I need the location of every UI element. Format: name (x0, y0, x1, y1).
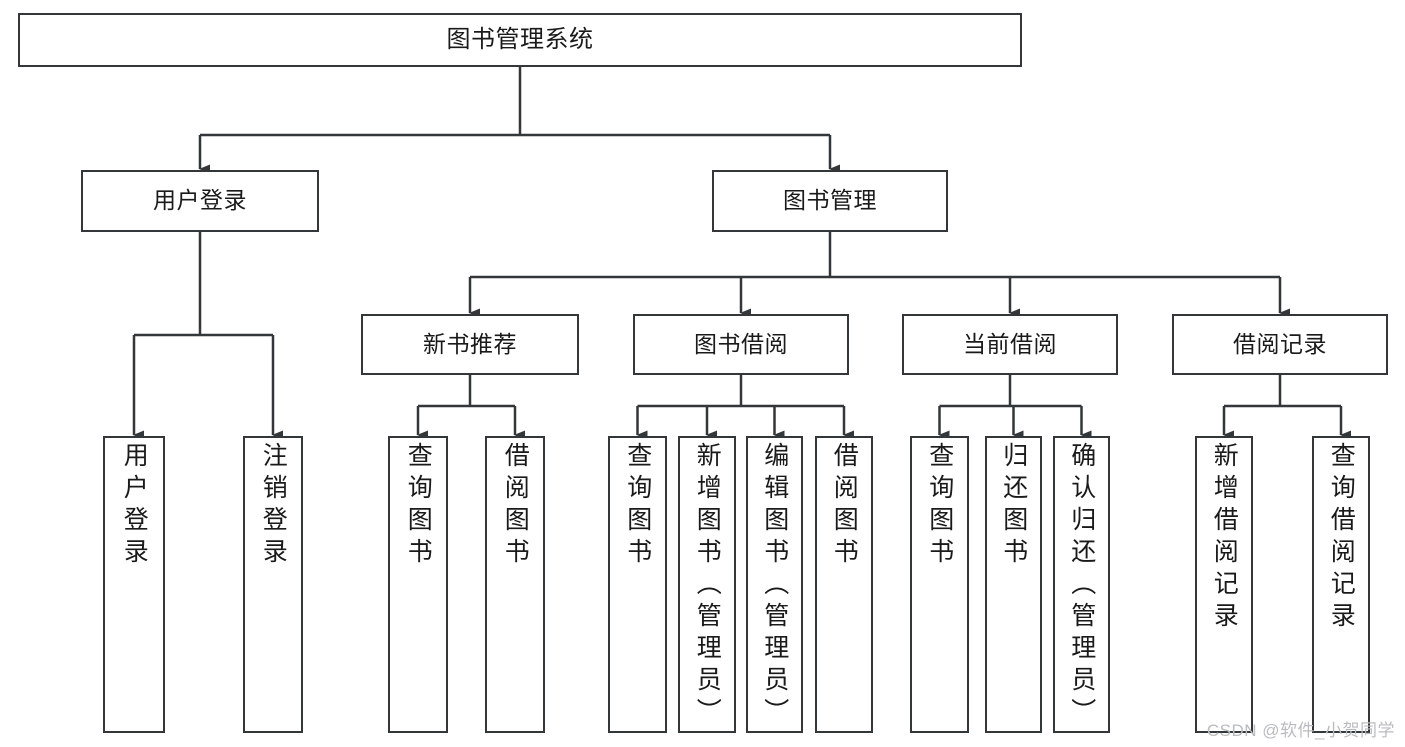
node-leaf-bo-query[interactable]: 查询图书 (608, 436, 667, 733)
node-label: 确认归还（管理员） (1067, 442, 1096, 730)
node-label: 图书借阅 (694, 330, 788, 357)
node-label: 借阅图书 (501, 442, 530, 570)
node-leaf-bo-borrow[interactable]: 借阅图书 (815, 436, 873, 733)
node-leaf-bo-add[interactable]: 新增图书（管理员） (678, 436, 736, 733)
node-label: 查询借阅记录 (1327, 442, 1356, 634)
watermark-text: CSDN @软件_小贺同学 (1206, 721, 1395, 740)
node-newbook[interactable]: 新书推荐 (361, 314, 579, 375)
node-label: 查询图书 (623, 442, 652, 570)
node-leaf-re-query[interactable]: 查询借阅记录 (1312, 436, 1370, 733)
node-label: 图书管理 (783, 187, 877, 214)
node-leaf-cu-query[interactable]: 查询图书 (910, 436, 969, 733)
node-label: 新增图书（管理员） (693, 442, 722, 730)
node-borrow[interactable]: 图书借阅 (633, 314, 849, 375)
node-current[interactable]: 当前借阅 (902, 314, 1118, 375)
node-label: 当前借阅 (963, 330, 1057, 357)
node-label: 归还图书 (999, 442, 1028, 570)
node-leaf-cu-confirm[interactable]: 确认归还（管理员） (1053, 436, 1110, 733)
node-records[interactable]: 借阅记录 (1172, 314, 1388, 375)
node-label: 借阅图书 (830, 442, 859, 570)
node-leaf-nb-query[interactable]: 查询图书 (388, 436, 448, 733)
node-leaf-bo-edit[interactable]: 编辑图书（管理员） (746, 436, 803, 733)
node-label: 新书推荐 (423, 330, 517, 357)
node-leaf-nb-borrow[interactable]: 借阅图书 (485, 436, 545, 733)
node-leaf-cu-return[interactable]: 归还图书 (985, 436, 1042, 733)
node-label: 编辑图书（管理员） (760, 442, 789, 730)
node-label: 借阅记录 (1233, 330, 1327, 357)
node-label: 用户登录 (153, 187, 247, 214)
node-bookmgmt[interactable]: 图书管理 (712, 170, 948, 232)
node-label: 图书管理系统 (446, 25, 594, 53)
node-label: 新增借阅记录 (1210, 442, 1239, 634)
node-label: 注销登录 (259, 442, 288, 570)
node-login[interactable]: 用户登录 (81, 170, 319, 232)
node-leaf-user-login[interactable]: 用户登录 (103, 436, 165, 733)
node-label: 查询图书 (925, 442, 954, 570)
node-leaf-user-logout[interactable]: 注销登录 (243, 436, 303, 733)
node-root[interactable]: 图书管理系统 (18, 13, 1022, 67)
node-label: 查询图书 (404, 442, 433, 570)
edge-layer (132, 67, 1351, 440)
node-label: 用户登录 (120, 442, 149, 570)
node-leaf-re-add[interactable]: 新增借阅记录 (1195, 436, 1253, 733)
